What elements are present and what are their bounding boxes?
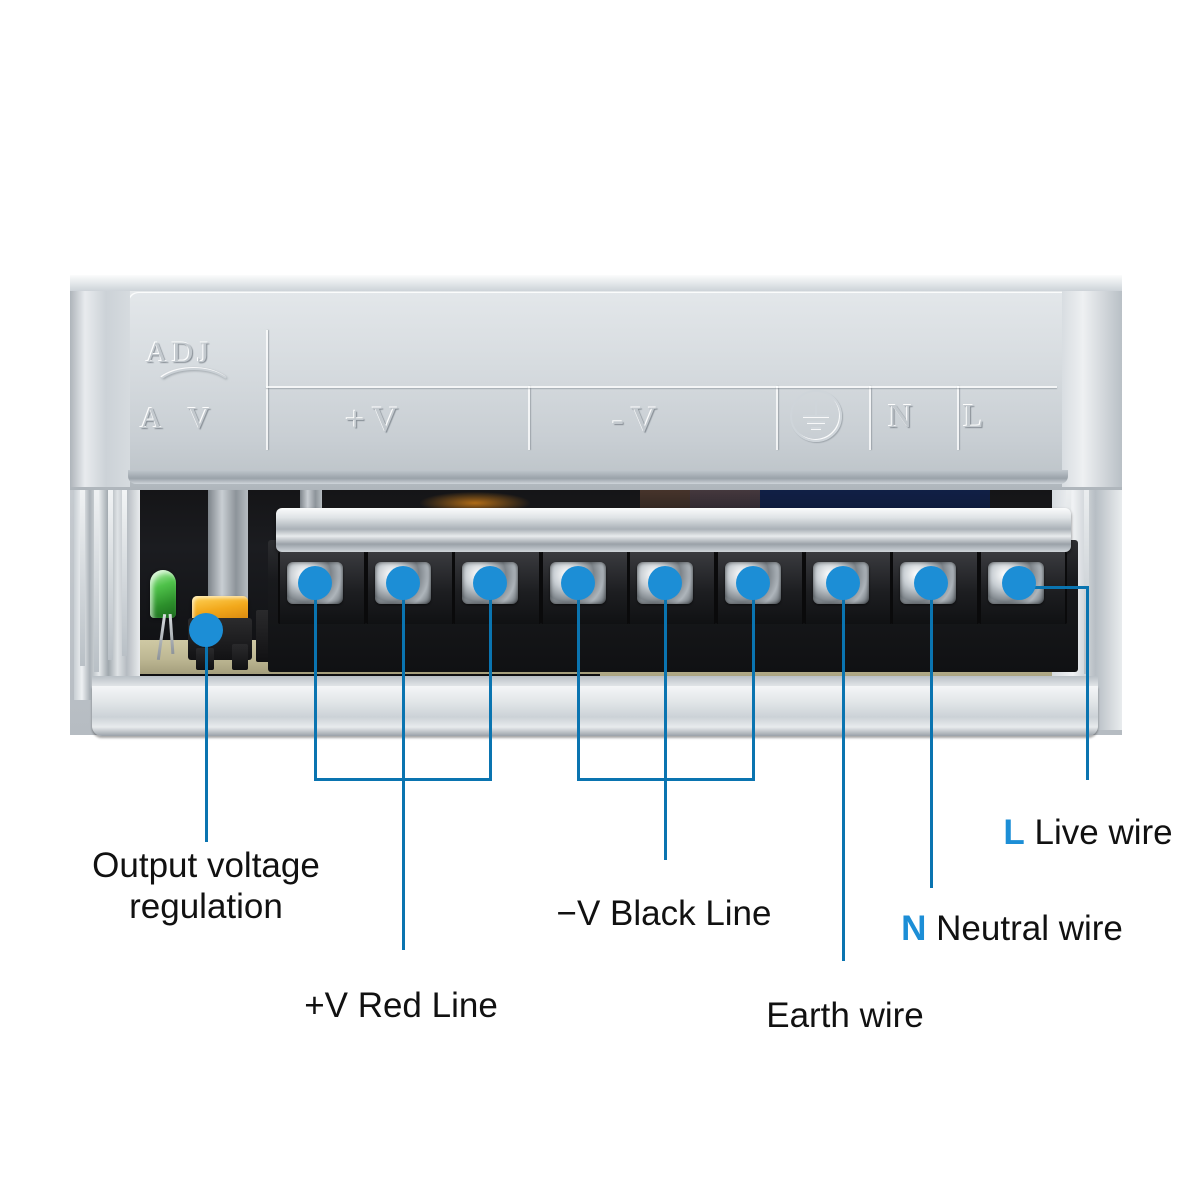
label-plus-v-red-line: +V Red Line xyxy=(304,985,498,1026)
heatsink-fins-left xyxy=(74,470,140,700)
pcb-component-3 xyxy=(232,644,248,670)
fin xyxy=(94,472,99,672)
fin xyxy=(108,480,113,660)
label-line-1: Output voltage xyxy=(92,846,320,885)
cover-divider-2 xyxy=(528,386,530,450)
psu-cover-flange-left xyxy=(70,275,130,487)
terminal-screw-2[interactable] xyxy=(375,562,431,604)
label-minus-v-black-line: −V Black Line xyxy=(557,893,772,934)
cover-stamp-n: N xyxy=(888,398,913,435)
label-neutral-wire: N Neutral wire xyxy=(901,908,1123,949)
terminal-screw-5[interactable] xyxy=(637,562,693,604)
label-key-l: L xyxy=(1003,813,1025,852)
label-live-wire: L Live wire xyxy=(1003,812,1172,853)
terminal-screw-9[interactable] xyxy=(988,562,1044,604)
terminal-screw-6[interactable] xyxy=(725,562,781,604)
label-line-2: regulation xyxy=(129,887,283,927)
terminal-screw-3[interactable] xyxy=(462,562,518,604)
terminal-screw-1[interactable] xyxy=(287,562,343,604)
cover-stamp-plus-v: +V xyxy=(345,399,406,439)
psu-cover-bottom-edge xyxy=(128,470,1068,484)
cover-rule-top-4 xyxy=(869,386,959,388)
psu-cover-top-edge xyxy=(70,275,1122,291)
cover-divider-4 xyxy=(869,386,871,450)
cover-rule-top-3 xyxy=(776,386,871,388)
adj-arrow-icon xyxy=(152,368,236,418)
chassis-lip xyxy=(92,676,1098,688)
fin xyxy=(80,476,85,666)
fin xyxy=(122,486,127,656)
bracket-vplus xyxy=(314,778,492,781)
status-led xyxy=(150,570,176,618)
cover-stamp-av: A V xyxy=(140,400,221,435)
terminal-block-cover xyxy=(276,508,1071,552)
chassis-bottom-rail xyxy=(92,686,1098,736)
label-earth-wire: Earth wire xyxy=(766,995,924,1036)
label-text: Live wire xyxy=(1034,813,1173,852)
cover-rule-top xyxy=(266,386,528,388)
cover-stamp-minus-v: -V xyxy=(612,399,664,439)
leader-vminus-drop xyxy=(664,778,667,860)
terminal-screw-4[interactable] xyxy=(550,562,606,604)
cover-rule-top-2 xyxy=(528,386,778,388)
cover-stamp-adj: ADJ xyxy=(146,336,214,369)
label-key-n: N xyxy=(901,909,927,948)
terminal-screw-7[interactable] xyxy=(813,562,869,604)
cover-rule-top-5 xyxy=(957,386,1057,388)
label-text: Neutral wire xyxy=(936,909,1123,948)
label-text: −V Black Line xyxy=(556,894,772,933)
terminal-screw-8[interactable] xyxy=(900,562,956,604)
bracket-vminus xyxy=(577,778,755,781)
earth-ground-icon xyxy=(790,390,842,442)
fin xyxy=(1084,454,1089,674)
psu-cover-flange-right xyxy=(1062,275,1122,487)
leader-vplus-drop xyxy=(402,778,405,950)
cover-divider-1 xyxy=(266,330,268,450)
cover-stamp-l: L xyxy=(963,398,984,435)
pcb-component-2 xyxy=(196,648,214,670)
cover-divider-5 xyxy=(957,386,959,450)
cover-divider-3 xyxy=(776,386,778,450)
label-output-voltage-regulation: Output voltage regulation xyxy=(92,845,320,928)
label-text: +V Red Line xyxy=(304,986,498,1025)
label-text: Earth wire xyxy=(766,996,924,1035)
